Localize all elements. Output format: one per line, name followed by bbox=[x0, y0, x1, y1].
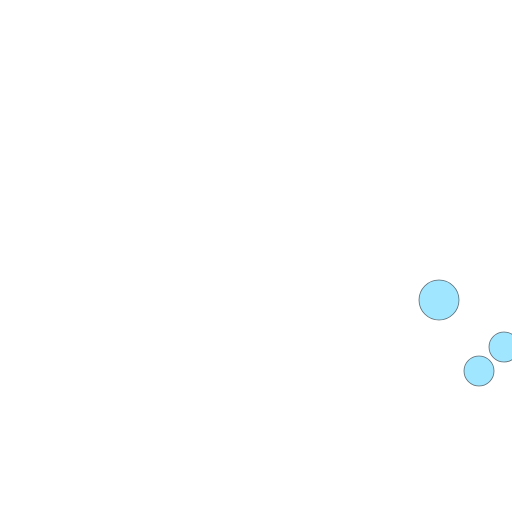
circle-large[interactable] bbox=[418, 279, 460, 321]
circle-small[interactable] bbox=[463, 355, 495, 387]
circle-right-edge[interactable] bbox=[488, 331, 512, 363]
